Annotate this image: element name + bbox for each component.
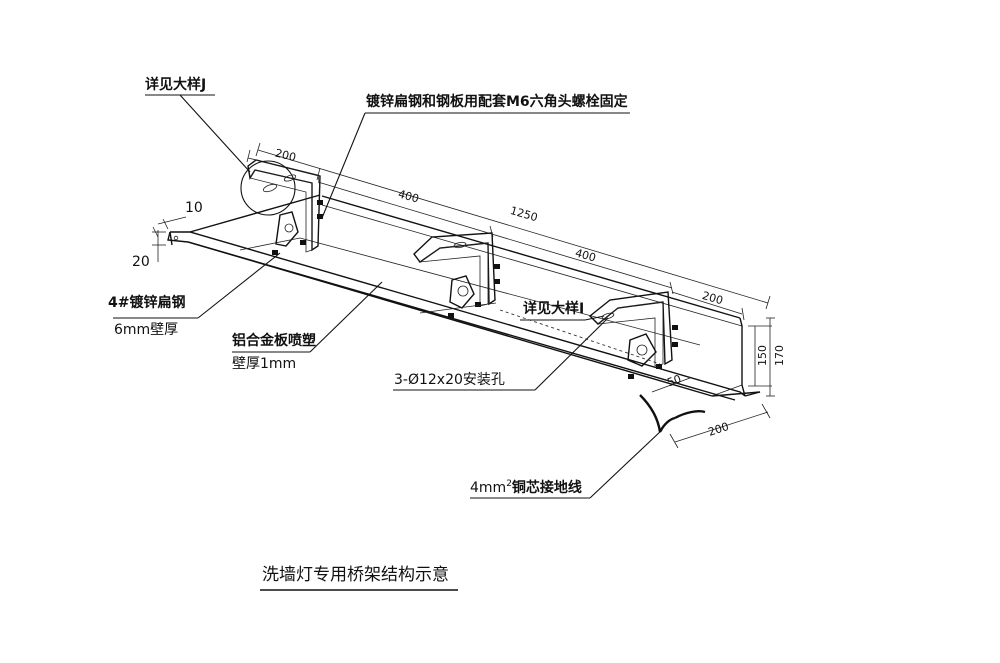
bracket-right [499, 291, 678, 379]
flat-steel-label: 4#镀锌扁钢 [108, 294, 185, 311]
dim-200-bottom: 200 [706, 420, 730, 439]
dim-50: 50 [665, 372, 683, 389]
dim-400-b: 400 [574, 246, 598, 264]
leader-lines [113, 94, 706, 499]
detail-i-label: 详见大样I [523, 300, 584, 317]
flat-steel-thickness-label: 6mm壁厚 [114, 322, 178, 338]
dim-200-right: 200 [701, 289, 725, 307]
bracket-middle [413, 232, 500, 318]
aluminium-thickness-label: 壁厚1mm [232, 356, 296, 372]
dim-20: 20 [132, 254, 150, 270]
dim-400-a: 400 [397, 187, 421, 205]
dim-170: 170 [773, 345, 786, 366]
dim-10: 10 [185, 200, 203, 216]
ground-wire-label: 4mm2铜芯接地线 [470, 479, 582, 496]
bolt-note-label: 镀锌扁钢和钢板用配套M6六角头螺栓固定 [366, 93, 628, 110]
dimension-lines [152, 142, 775, 449]
mounting-holes-label: 3-Ø12x20安装孔 [394, 372, 505, 388]
dim-1250: 1250 [509, 204, 539, 224]
aluminium-label: 铝合金板喷塑 [232, 332, 316, 349]
tray-body [167, 194, 761, 401]
dim-150: 150 [756, 345, 769, 366]
dim-200-top: 200 [274, 147, 298, 165]
detail-j-label: 详见大样J [145, 76, 206, 93]
diagram-caption: 洗墙灯专用桥架结构示意 [262, 565, 449, 585]
